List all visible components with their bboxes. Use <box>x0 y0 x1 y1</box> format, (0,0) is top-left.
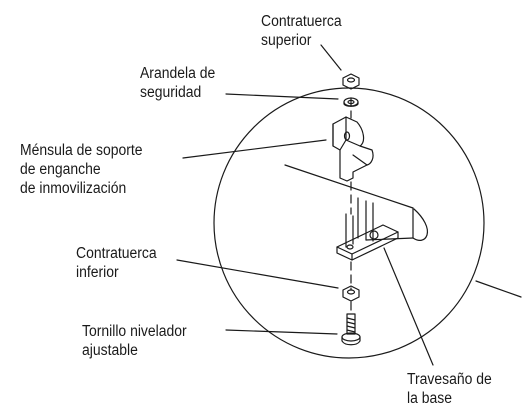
detail-pointer-line <box>475 280 522 298</box>
leader-lines <box>176 44 434 366</box>
label-locking-bracket: Ménsula de soporte de enganche de inmovi… <box>20 142 143 197</box>
top-locknut <box>342 73 360 90</box>
detail-circle <box>213 87 485 359</box>
lower-bracket-plate <box>336 213 399 261</box>
bottom-locknut <box>342 285 360 302</box>
lock-washer <box>343 97 359 107</box>
label-lock-washer: Arandela de seguridad <box>140 65 216 101</box>
locking-bracket <box>332 116 374 182</box>
label-bottom-locknut: Contratuerca inferior <box>76 245 157 281</box>
label-base-crossbar: Travesaño de la base <box>407 371 492 407</box>
label-top-locknut: Contratuerca superior <box>261 13 342 49</box>
label-leveling-screw: Tornillo nivelador ajustable <box>82 323 187 359</box>
leveling-screw <box>341 313 361 346</box>
base-crossbar <box>284 164 429 242</box>
